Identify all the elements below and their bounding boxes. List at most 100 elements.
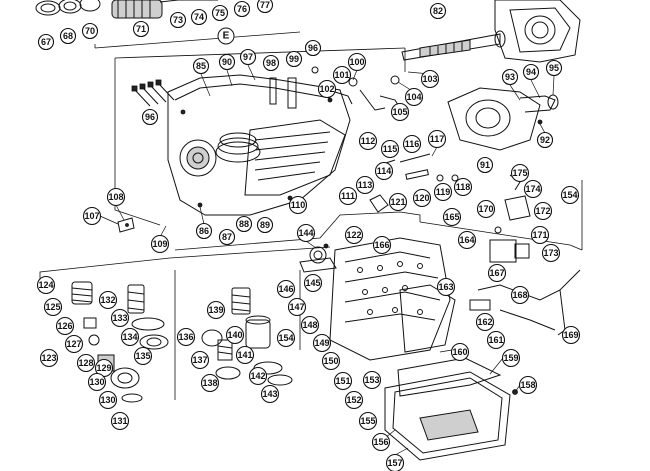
callout-number: 174 <box>525 184 540 194</box>
callout-circle <box>561 325 581 345</box>
callout-circle <box>81 22 99 40</box>
callout-number: 125 <box>45 302 60 312</box>
part-callout: 99 <box>285 50 303 68</box>
callout-circle <box>225 325 245 345</box>
callout-number: 131 <box>112 416 127 426</box>
part-callout: 139 <box>206 300 226 320</box>
part-callout: 161 <box>486 330 506 350</box>
callout-circle <box>518 375 538 395</box>
callout-number: 152 <box>346 395 361 405</box>
output-shaft <box>401 30 506 61</box>
callout-circle <box>404 87 424 107</box>
callout-circle <box>43 297 63 317</box>
callout-number: 163 <box>438 282 453 292</box>
callout-circle <box>450 342 470 362</box>
part-callout: 165 <box>442 207 462 227</box>
callout-circle <box>300 315 320 335</box>
callout-circle <box>545 59 563 77</box>
part-callout: 131 <box>110 411 130 431</box>
part-callout: 127 <box>64 334 84 354</box>
callout-circle <box>276 279 296 299</box>
callout-number: 172 <box>535 206 550 216</box>
callout-circle <box>476 199 496 219</box>
part-callout: 88 <box>235 215 253 233</box>
callout-circle <box>288 195 308 215</box>
callout-number: 115 <box>383 144 398 154</box>
part-callout: 96 <box>304 39 322 57</box>
callout-circle <box>37 33 55 51</box>
part-callout: 166 <box>372 235 392 255</box>
part-callout: 68 <box>59 27 77 45</box>
part-callout: 138 <box>200 373 220 393</box>
callout-circle <box>362 370 382 390</box>
callout-circle <box>433 182 453 202</box>
callout-circle <box>510 163 530 183</box>
callout-circle <box>132 20 150 38</box>
callout-circle <box>76 353 96 373</box>
part-callout: 105 <box>390 102 410 122</box>
part-callout: 92 <box>536 131 554 149</box>
callout-number: 109 <box>152 239 167 249</box>
callout-circle <box>98 390 118 410</box>
callout-number: 165 <box>444 212 459 222</box>
callout-number: 103 <box>422 74 437 84</box>
callout-circle <box>248 366 268 386</box>
callout-circle <box>64 334 84 354</box>
callout-circle <box>412 188 432 208</box>
callout-circle <box>190 350 210 370</box>
callout-number: 74 <box>194 12 204 22</box>
part-callout: 94 <box>522 63 540 81</box>
part-callout: 124 <box>36 275 56 295</box>
part-callout: 144 <box>296 223 316 243</box>
callout-number: 133 <box>112 313 127 323</box>
callout-circle <box>420 69 440 89</box>
callout-circle <box>36 275 56 295</box>
callout-number: 113 <box>358 180 373 190</box>
callout-number: 162 <box>477 317 492 327</box>
part-callout: 113 <box>355 175 375 195</box>
part-callout: 82 <box>429 2 447 20</box>
callout-number: 155 <box>360 416 375 426</box>
callout-circle <box>256 0 274 14</box>
callout-circle <box>372 235 392 255</box>
callout-circle <box>260 384 280 404</box>
part-callout: 134 <box>120 327 140 347</box>
part-callout: 147 <box>287 297 307 317</box>
part-callout: 71 <box>132 20 150 38</box>
part-callout: 97 <box>239 48 257 66</box>
callout-number: 73 <box>173 15 183 25</box>
callout-number: 128 <box>78 358 93 368</box>
callout-number: 86 <box>199 226 209 236</box>
part-callout: 73 <box>169 11 187 29</box>
callout-circle <box>338 186 358 206</box>
part-callout: 126 <box>55 316 75 336</box>
part-callout: 168 <box>510 285 530 305</box>
callout-number: 87 <box>222 232 232 242</box>
callout-number: 143 <box>262 389 277 399</box>
callout-circle <box>317 79 337 99</box>
callout-circle <box>487 263 507 283</box>
callout-number: 91 <box>480 160 490 170</box>
part-callout: 130 <box>98 390 118 410</box>
callout-number: 173 <box>543 248 558 258</box>
callout-circle <box>169 11 187 29</box>
callout-number: 134 <box>122 332 137 342</box>
callout-circle <box>200 373 220 393</box>
callout-number: 167 <box>489 268 504 278</box>
callout-number: 98 <box>266 58 276 68</box>
part-callout: 156 <box>371 432 391 452</box>
callout-number: 116 <box>405 139 420 149</box>
callout-circle <box>195 222 213 240</box>
callout-circle <box>39 348 59 368</box>
callout-circle <box>344 390 364 410</box>
callout-circle <box>541 243 561 263</box>
callout-circle <box>358 411 378 431</box>
callout-number: 123 <box>41 353 56 363</box>
part-callout: 155 <box>358 411 378 431</box>
callout-circle <box>276 328 296 348</box>
callout-circle <box>211 4 229 22</box>
callout-number: 117 <box>430 134 445 144</box>
part-callout: 148 <box>300 315 320 335</box>
part-callout: 174 <box>523 179 543 199</box>
callout-number: 141 <box>237 350 252 360</box>
